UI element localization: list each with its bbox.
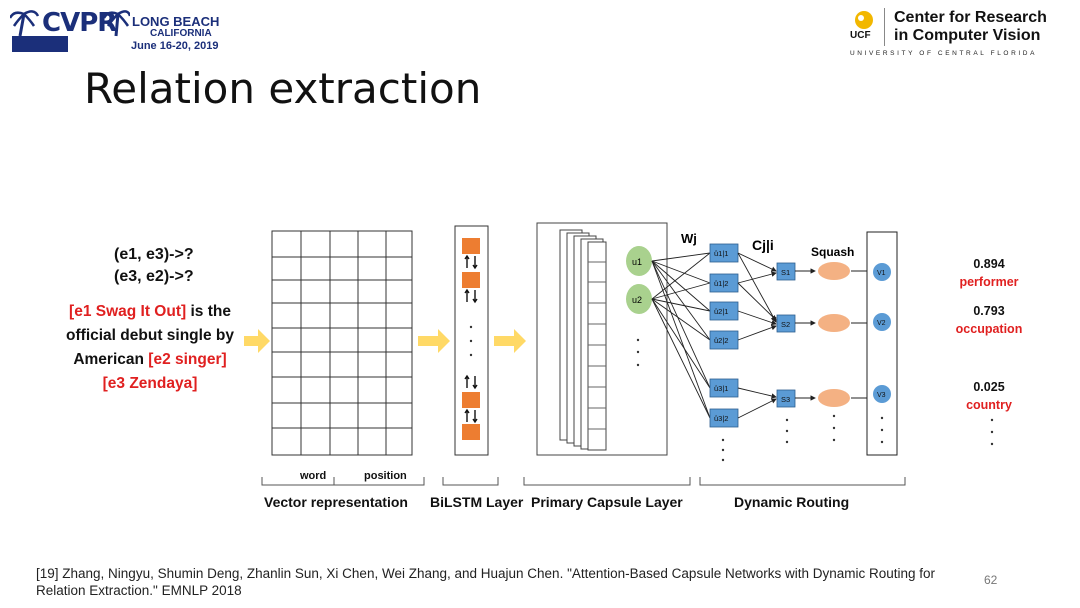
cvpr-location-line1: LONG BEACH [132,14,220,29]
citation: [19] Zhang, Ningyu, Shumin Deng, Zhanlin… [36,566,936,598]
output-relation-3: country [966,398,1012,412]
output-score-2: 0.793 [973,304,1005,318]
query-1: (e1, e3)->? [114,246,194,263]
s-label-2: S2 [781,320,790,329]
sentence-line1-rest: is the [186,303,231,320]
flow-arrow-3 [494,329,526,353]
capsule-u1 [626,246,652,276]
header-divider [884,8,885,46]
squash-ellipses [818,262,850,407]
embedding-grid [271,230,413,456]
u2-label: u2 [632,295,642,305]
v-capsule-1 [873,263,891,281]
cvpr-logo-text: CVPR [42,8,117,38]
output-relation-1: performer [959,275,1019,289]
output-score-1: 0.894 [973,257,1005,271]
caption-dynamic-routing: Dynamic Routing [734,494,850,510]
s-label-3: S3 [781,395,790,404]
uhat-label-3: û2|1 [714,307,728,316]
s-box-1 [776,262,796,281]
bilstm-column [454,225,489,456]
ucf-name: Center for Research in Computer Vision [894,9,1047,45]
squash-1 [818,262,850,280]
bidirectional-arrows-icon [464,254,478,424]
word-label: word [300,470,327,482]
sentence-line-2: official debut single by [66,327,234,344]
sentence-line-3: American [e2 singer] [40,351,260,369]
slide-title: Relation extraction [84,64,482,113]
lstm-cell-2 [462,272,480,288]
wj-connections [651,252,711,419]
squash-3 [818,389,850,407]
squash-ellipsis [832,414,836,442]
uhat-label-5: û3|1 [714,384,728,393]
capsule-u2 [626,284,652,314]
ucf-name-line1: Center for Research [894,9,1047,26]
ucf-name-line2: in Computer Vision [894,27,1041,44]
entity-e3: [e3 Zendaya] [102,375,198,392]
position-label: position [364,470,407,482]
caption-vector-representation: Vector representation [264,494,408,510]
sentence-line3-start: American [73,351,149,368]
sum-boxes [776,262,796,408]
squash-2 [818,314,850,332]
flow-arrows [244,329,526,353]
uhat-label-4: û2|2 [714,336,728,345]
page-number: 62 [984,573,998,587]
flow-arrow-1 [244,329,270,353]
v-label-2: V2 [877,320,886,327]
flow-arrow-2 [418,329,450,353]
ucf-pegasus-icon [855,11,873,29]
wj-label: Wj [681,231,697,246]
uhat-label-2: û1|2 [714,279,728,288]
primary-capsule-stack [536,222,668,456]
section-brackets [261,477,906,486]
entity-e1: [e1 Swag It Out] [69,303,187,320]
uhat-label-6: û3|2 [714,414,728,423]
squash-label: Squash [811,245,854,259]
capsule-ellipsis [636,338,640,367]
palm-tree-icon [102,10,130,37]
uhat-ellipsis [721,438,725,462]
output-ellipsis [990,418,994,446]
lstm-cell-1 [462,238,480,254]
sentence-line-1: [e1 Swag It Out] is the [40,303,260,321]
caption-bilstm: BiLSTM Layer [430,494,524,510]
caption-primary-capsule: Primary Capsule Layer [531,494,683,510]
lstm-cell-4 [462,424,480,440]
uhat-label-1: û1|1 [714,249,728,258]
s-ellipsis [785,418,789,444]
v-ellipsis [880,416,884,444]
u1-label: u1 [632,257,642,267]
s-label-1: S1 [781,268,790,277]
s-box-3 [776,389,796,408]
output-score-3: 0.025 [973,380,1005,394]
ucf-abbrev: UCF [850,30,871,41]
output-relation-2: occupation [955,322,1023,336]
s-box-2 [776,314,796,333]
v-capsule-3 [873,385,891,403]
cji-label: Cj|i [752,237,774,253]
bilstm-ellipsis [469,325,473,357]
cvpr-dates: June 16-20, 2019 [131,40,219,52]
entity-e2: [e2 singer] [148,351,227,368]
palm-tree-logo-icon [10,10,68,52]
v-capsule-2 [873,313,891,331]
output-capsules [873,263,891,403]
v-label-3: V3 [877,392,886,399]
cvpr-location-line2: CALIFORNIA [150,28,212,39]
query-2: (e3, e2)->? [114,268,194,285]
ucf-university: UNIVERSITY OF CENTRAL FLORIDA [850,50,1038,57]
prediction-boxes [709,243,739,428]
v-label-1: V1 [877,270,886,277]
lstm-cell-3 [462,392,480,408]
